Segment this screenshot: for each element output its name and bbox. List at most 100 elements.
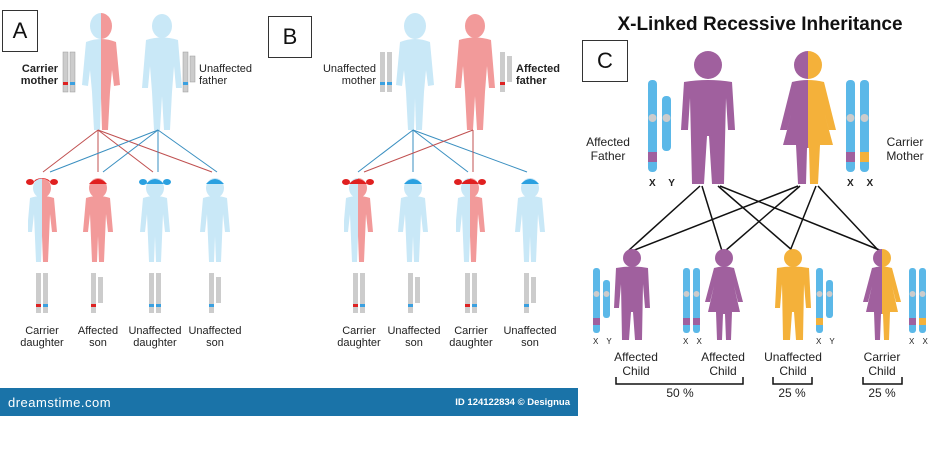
- label-line: daughter: [449, 337, 493, 349]
- label-line: Unaffected: [387, 325, 441, 337]
- panel-c-child-chromosomes: [593, 268, 926, 333]
- label-line: Child: [622, 364, 650, 378]
- panel-a-father-label: Unaffected father: [199, 63, 252, 87]
- panel-a-child-4-figure: [200, 178, 230, 262]
- watermark-footer: dreamstime.com ID 124122834 © Designua: [0, 388, 578, 416]
- panel-a-mother-label: Carrier mother: [14, 63, 58, 87]
- ab-diagram: [26, 13, 545, 313]
- panel-b-mother-figure: [396, 13, 434, 130]
- panel-c-father-chromosomes: [648, 80, 671, 172]
- label-line: Affected: [516, 63, 561, 75]
- panel-c-group-3-percent: 25 %: [868, 386, 896, 400]
- panel-a-label: A: [2, 10, 38, 52]
- label-line: mother: [20, 75, 58, 87]
- panel-c-brackets: [615, 377, 903, 385]
- panel-b-mother-label: Unaffected mother: [318, 63, 376, 87]
- label-line: daughter: [337, 337, 381, 349]
- panel-c-child-2-figure: [705, 249, 743, 340]
- panel-c-child-1-xy: X Y: [593, 337, 615, 346]
- label-line: Carrier: [21, 63, 58, 75]
- panel-a-child-2-figure: [83, 178, 113, 262]
- panel-c-mother-xx: X X: [847, 178, 879, 189]
- panel-c-mother-figure: [780, 51, 836, 184]
- label-line: son: [405, 337, 423, 349]
- label-line: Child: [779, 364, 807, 378]
- panel-c-child-4-xx: X X: [909, 337, 931, 346]
- panel-a-father-chromosomes: [182, 51, 196, 93]
- panel-b-father-figure: [455, 14, 495, 130]
- footer-credit: ID 124122834 © Designua: [455, 396, 570, 408]
- panel-a-father-figure: [142, 14, 182, 130]
- footer-brand: dreamstime.com: [8, 394, 112, 410]
- panel-c-group-2-percent: 25 %: [778, 386, 806, 400]
- label-line: mother: [341, 75, 376, 87]
- label-line: Carrier: [886, 135, 924, 149]
- panel-c-child-3-xy: X Y: [816, 337, 838, 346]
- label-line: Unaffected: [128, 325, 182, 337]
- panel-c-lines: [627, 185, 883, 252]
- label-line: Affected: [614, 350, 658, 364]
- panel-c-child-4-figure: [863, 249, 901, 340]
- label-line: Carrier: [342, 325, 376, 337]
- label-line: father: [199, 75, 228, 87]
- label-line: Unaffected: [322, 63, 376, 75]
- panel-b-child-2-figure: [398, 178, 428, 262]
- panel-b-label: B: [268, 16, 312, 58]
- panel-c-father-xy: X Y: [649, 178, 680, 189]
- label-line: son: [521, 337, 539, 349]
- panel-c: X-Linked Recessive Inheritance C: [580, 0, 940, 420]
- panel-c-child-1-figure: [614, 249, 650, 340]
- panel-a-child-chromosomes: [36, 273, 221, 313]
- panel-b-child-3-figure: [454, 178, 486, 262]
- label-line: daughter: [20, 337, 64, 349]
- panel-c-title: X-Linked Recessive Inheritance: [617, 14, 903, 35]
- label-line: Mother: [886, 149, 924, 163]
- panel-c-group-1-percent: 50 %: [666, 386, 694, 400]
- panel-c-mother-chromosomes: [846, 80, 869, 172]
- label-line: Carrier: [454, 325, 488, 337]
- panel-b-father-chromosomes: [500, 52, 512, 92]
- panel-c-father-figure: [681, 51, 735, 184]
- panel-b-child-chromosomes: [353, 273, 536, 313]
- panel-b-mother-chromosomes: [380, 52, 392, 92]
- label-line: Affected: [77, 325, 119, 337]
- label-line: Carrier: [863, 350, 901, 364]
- label-line: daughter: [133, 337, 177, 349]
- panel-c-label: C: [582, 40, 628, 82]
- panel-a-child-3-figure: [139, 178, 171, 262]
- label-line: Affected: [586, 135, 630, 149]
- label-line: Father: [590, 149, 626, 163]
- label-line: Carrier: [25, 325, 59, 337]
- panel-c-diagram: [593, 51, 926, 385]
- panel-b-father-label: Affected father: [516, 63, 560, 87]
- label-line: son: [89, 337, 107, 349]
- panel-c-child-3-figure: [775, 249, 811, 340]
- label-line: Unaffected: [764, 350, 822, 364]
- label-line: son: [206, 337, 224, 349]
- label-line: Affected: [701, 350, 745, 364]
- panel-b-arrows: [357, 129, 528, 173]
- panel-a-child-1-figure: [26, 178, 58, 262]
- label-line: Unaffected: [503, 325, 557, 337]
- label-line: Child: [868, 364, 896, 378]
- label-line: Unaffected: [188, 325, 242, 337]
- label-line: father: [516, 75, 547, 87]
- panel-a-arrows: [42, 129, 218, 173]
- panel-b-child-4-figure: [515, 178, 545, 262]
- panel-c-child-2-xx: X X: [683, 337, 705, 346]
- panel-b-child-1-figure: [342, 178, 374, 262]
